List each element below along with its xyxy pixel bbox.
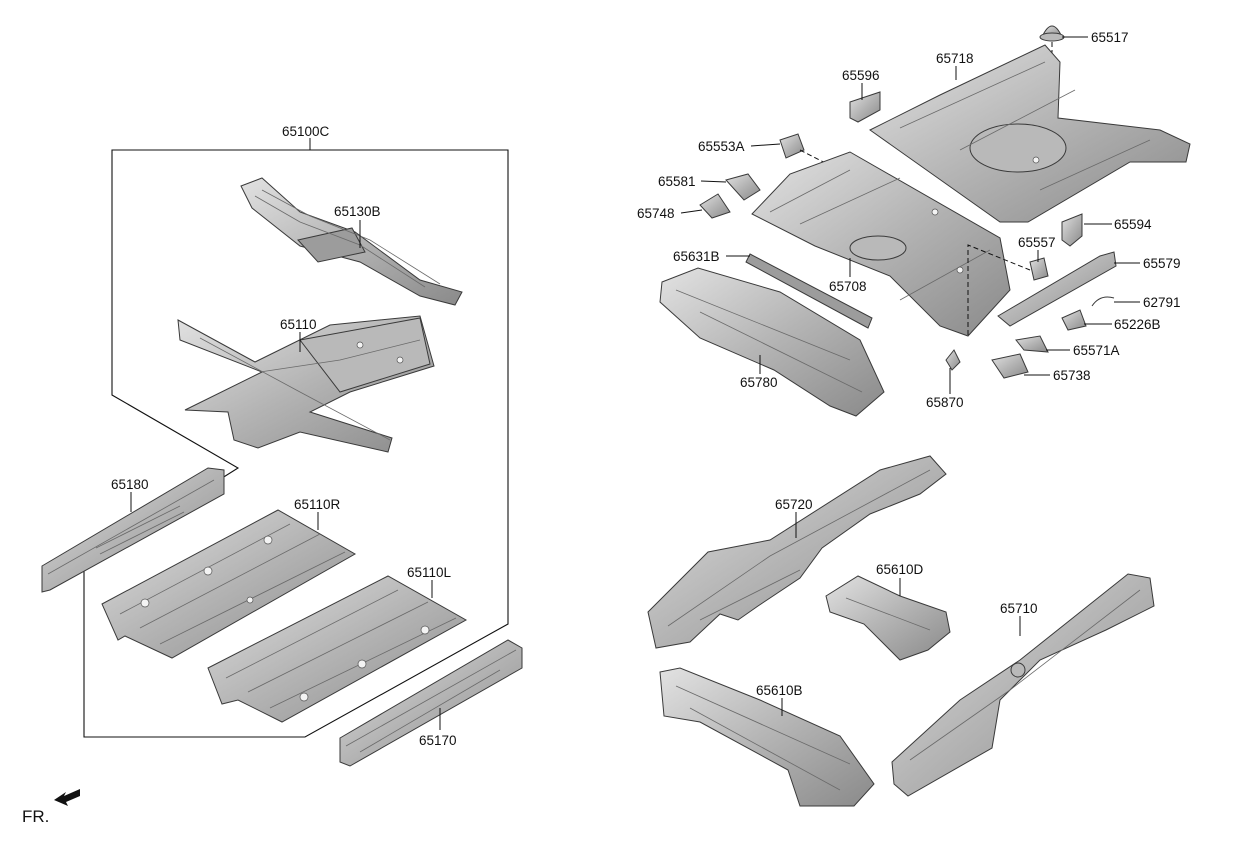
part-62791[interactable] <box>1091 296 1115 307</box>
label-62791: 62791 <box>1143 295 1181 310</box>
label-65553A: 65553A <box>698 139 745 154</box>
label-65708: 65708 <box>829 279 867 294</box>
label-65594: 65594 <box>1114 217 1152 232</box>
part-65180[interactable] <box>41 467 225 593</box>
part-65594[interactable] <box>1061 213 1083 247</box>
part-65610D[interactable] <box>825 575 951 661</box>
part-65557[interactable] <box>1029 257 1049 281</box>
label-65720: 65720 <box>775 497 813 512</box>
part-65571A[interactable] <box>1015 335 1049 353</box>
label-65610B: 65610B <box>756 683 803 698</box>
part-65581[interactable] <box>725 173 761 201</box>
part-65130B[interactable] <box>240 177 463 306</box>
label-65581: 65581 <box>658 174 696 189</box>
label-65579: 65579 <box>1143 256 1181 271</box>
part-65720[interactable] <box>647 455 947 649</box>
part-65226B[interactable] <box>1061 309 1087 331</box>
label-65780: 65780 <box>740 375 778 390</box>
label-65718: 65718 <box>936 51 974 66</box>
part-65748[interactable] <box>699 193 731 219</box>
part-65631B[interactable] <box>745 253 873 329</box>
label-65170: 65170 <box>419 733 457 748</box>
label-65110L: 65110L <box>407 565 452 580</box>
part-65718[interactable] <box>869 44 1191 223</box>
part-65780[interactable] <box>659 267 885 417</box>
label-65571A: 65571A <box>1073 343 1120 358</box>
label-65710: 65710 <box>1000 601 1038 616</box>
part-65870[interactable] <box>945 349 961 371</box>
label-65870: 65870 <box>926 395 964 410</box>
part-65110R[interactable] <box>101 509 357 659</box>
front-label: FR. <box>22 807 49 826</box>
label-65100C: 65100C <box>282 124 330 139</box>
label-65557: 65557 <box>1018 235 1056 250</box>
label-65110R: 65110R <box>294 497 341 512</box>
part-65170[interactable] <box>339 639 523 767</box>
part-65610B[interactable] <box>659 667 875 807</box>
label-65517: 65517 <box>1091 30 1129 45</box>
label-65748: 65748 <box>637 206 675 221</box>
part-65110L[interactable] <box>207 575 468 723</box>
assembly-frame-65100C <box>83 149 509 738</box>
label-65738: 65738 <box>1053 368 1091 383</box>
label-65631B: 65631B <box>673 249 720 264</box>
part-65110[interactable] <box>177 315 435 453</box>
label-65610D: 65610D <box>876 562 924 577</box>
part-65596[interactable] <box>849 91 881 123</box>
label-65226B: 65226B <box>1114 317 1161 332</box>
part-65738[interactable] <box>991 353 1029 379</box>
part-65517[interactable] <box>1039 25 1065 42</box>
front-arrow-icon <box>54 789 80 806</box>
label-65180: 65180 <box>111 477 149 492</box>
part-65708[interactable] <box>751 151 1011 337</box>
label-65130B: 65130B <box>334 204 381 219</box>
label-65596: 65596 <box>842 68 880 83</box>
part-65553A[interactable] <box>779 133 805 159</box>
label-65110: 65110 <box>280 317 317 332</box>
front-direction-indicator: FR. <box>22 789 80 826</box>
part-65710[interactable] <box>891 573 1155 797</box>
part-65579[interactable] <box>997 251 1117 327</box>
